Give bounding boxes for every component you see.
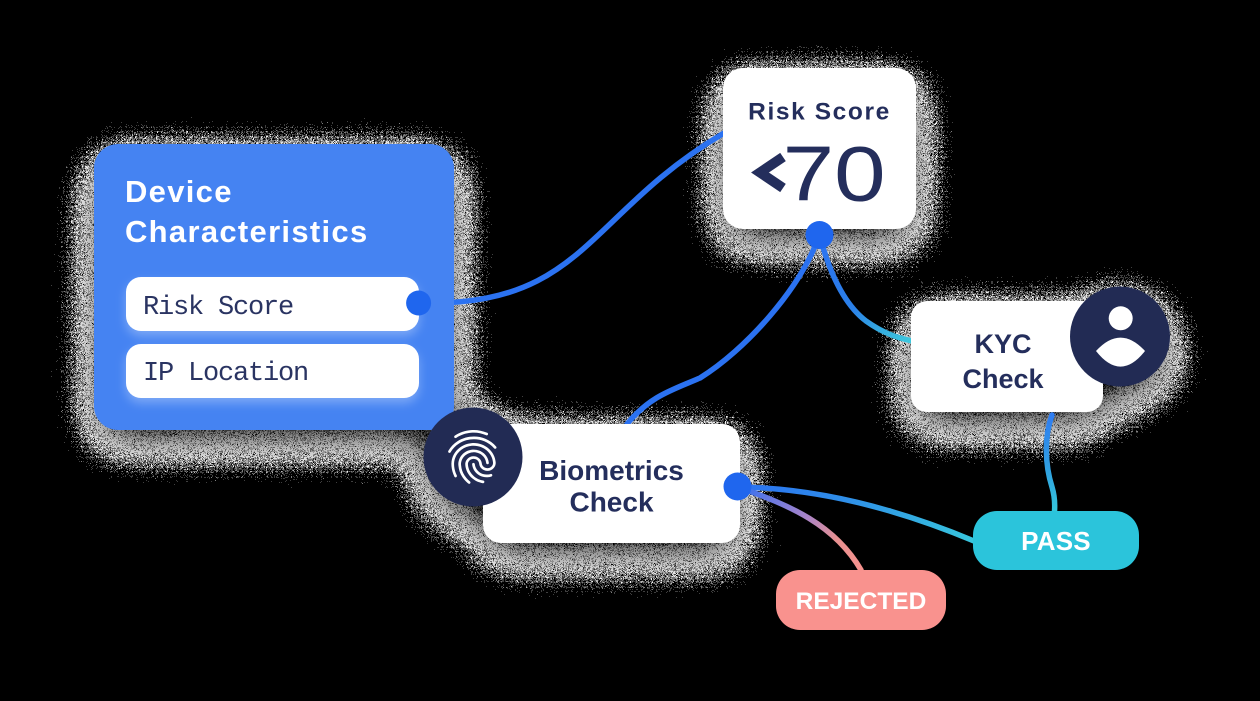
svg-text:Characteristics: Characteristics xyxy=(125,214,369,249)
svg-text:Risk Score: Risk Score xyxy=(143,293,293,323)
svg-text:REJECTED: REJECTED xyxy=(796,588,927,615)
svg-text:PASS: PASS xyxy=(1021,526,1091,556)
svg-text:Risk Score: Risk Score xyxy=(748,99,891,126)
svg-text:IP Location: IP Location xyxy=(143,359,308,389)
svg-text:Device: Device xyxy=(125,174,233,209)
svg-text:Biometrics: Biometrics xyxy=(539,455,684,486)
svg-text:Check: Check xyxy=(569,487,653,518)
svg-text:Check: Check xyxy=(962,364,1044,394)
svg-text:70: 70 xyxy=(783,130,886,218)
svg-text:KYC: KYC xyxy=(974,329,1031,359)
